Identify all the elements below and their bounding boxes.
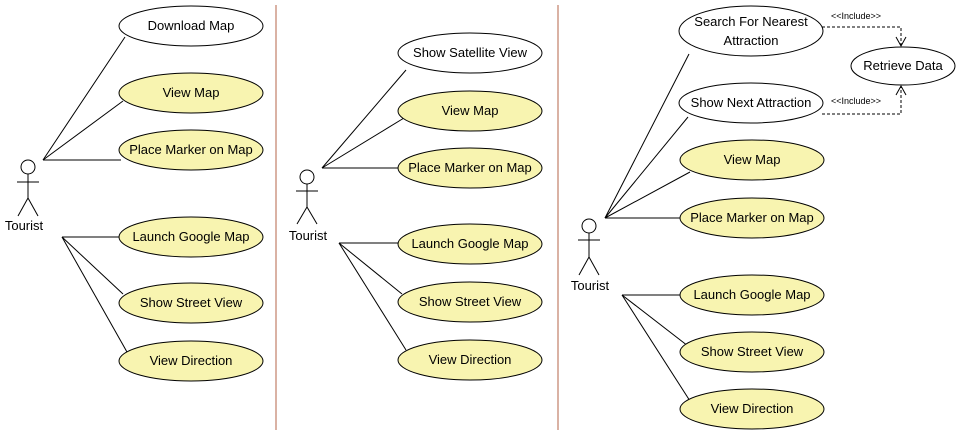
actor-tourist xyxy=(578,218,600,276)
use-case-view-map: View Map xyxy=(397,90,543,132)
include-label-1: <<Include>> xyxy=(831,11,881,21)
panel-1: Tourist Download Map View Map Place Mark… xyxy=(5,5,264,382)
panel-2: Tourist Show Satellite View View Map Pla… xyxy=(289,32,543,381)
use-case-view-direction: View Direction xyxy=(679,388,825,430)
use-case-label: Place Marker on Map xyxy=(408,160,532,175)
use-case-show-street-view: Show Street View xyxy=(118,282,264,324)
include-dependency-1 xyxy=(822,26,907,48)
use-case-place-marker: Place Marker on Map xyxy=(397,147,543,189)
use-case-label: View Direction xyxy=(429,352,512,367)
actor-label: Tourist xyxy=(5,218,44,233)
use-case-show-satellite-view: Show Satellite View xyxy=(397,32,543,74)
use-case-place-marker: Place Marker on Map xyxy=(118,129,264,171)
actor-label: Tourist xyxy=(571,278,610,293)
association-lines xyxy=(604,53,691,402)
use-case-view-map: View Map xyxy=(679,139,825,181)
use-case-retrieve-data: Retrieve Data xyxy=(850,46,956,86)
use-case-label: Show Street View xyxy=(419,294,522,309)
use-case-label: Launch Google Map xyxy=(132,229,249,244)
use-case-label-line-1: Search For Nearest xyxy=(694,14,808,29)
use-case-search-nearest-attraction: Search For Nearest Attraction xyxy=(678,5,824,57)
use-case-label: Launch Google Map xyxy=(693,287,810,302)
association-lines xyxy=(42,36,128,353)
use-case-label: Place Marker on Map xyxy=(690,210,814,225)
use-case-show-next-attraction: Show Next Attraction xyxy=(678,82,824,124)
use-case-show-street-view: Show Street View xyxy=(679,331,825,373)
use-case-download-map: Download Map xyxy=(118,5,264,47)
use-case-label: View Map xyxy=(442,103,499,118)
use-case-label: View Map xyxy=(163,85,220,100)
actor-tourist xyxy=(17,159,39,217)
use-case-view-direction: View Direction xyxy=(118,340,264,382)
use-case-label: Show Street View xyxy=(701,344,804,359)
panel-3: Tourist Search For Nearest Attraction Sh… xyxy=(571,5,956,430)
use-case-label: Retrieve Data xyxy=(863,58,943,73)
use-case-place-marker: Place Marker on Map xyxy=(679,197,825,239)
include-dependency-2 xyxy=(822,84,907,115)
use-case-label: Show Next Attraction xyxy=(691,95,812,110)
use-case-launch-google-map: Launch Google Map xyxy=(118,216,264,258)
use-case-label: Place Marker on Map xyxy=(129,142,253,157)
actor-label: Tourist xyxy=(289,228,328,243)
use-case-view-map: View Map xyxy=(118,72,264,114)
association-lines xyxy=(321,69,407,351)
use-case-label: Download Map xyxy=(148,18,235,33)
use-case-show-street-view: Show Street View xyxy=(397,281,543,323)
use-case-label: Launch Google Map xyxy=(411,236,528,251)
actor-tourist xyxy=(296,169,318,225)
use-case-view-direction: View Direction xyxy=(397,339,543,381)
use-case-launch-google-map: Launch Google Map xyxy=(397,223,543,265)
use-case-label: Show Satellite View xyxy=(413,45,528,60)
use-case-label-line-2: Attraction xyxy=(724,33,779,48)
use-case-launch-google-map: Launch Google Map xyxy=(679,274,825,316)
include-label-2: <<Include>> xyxy=(831,96,881,106)
use-case-label: View Direction xyxy=(711,401,794,416)
use-case-label: Show Street View xyxy=(140,295,243,310)
use-case-label: View Direction xyxy=(150,353,233,368)
use-case-label: View Map xyxy=(724,152,781,167)
